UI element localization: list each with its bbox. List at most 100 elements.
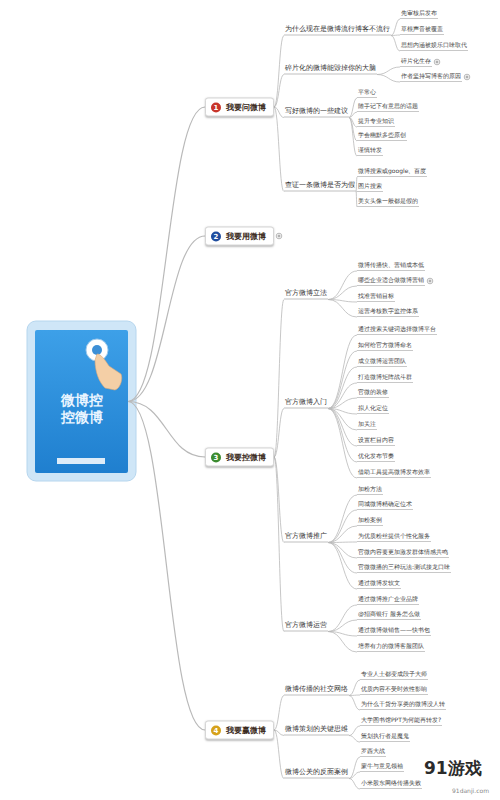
leaf-topic: 微博搜索或google、百度	[357, 167, 427, 177]
leaf-topic: 策划执行者是魔鬼	[360, 732, 410, 742]
expand-circle	[427, 278, 433, 284]
branch-topic: 1我要问微博	[205, 98, 274, 117]
subtopic: 官方微博推广	[284, 532, 328, 543]
branch-connector	[328, 632, 357, 653]
subtopic: 微博策划的关键思维	[284, 725, 349, 736]
topic-text: 我要赢微博	[226, 726, 266, 735]
leaf-text: 加关注	[358, 420, 376, 427]
leaf-topic: 提升专业知识	[357, 117, 395, 127]
expand-icon	[427, 278, 433, 284]
leaf-text: 成立微博运营团队	[358, 357, 406, 364]
branch-connector	[274, 409, 284, 458]
leaf-topic: 培养有力的微博客服团队	[357, 642, 425, 652]
branch-connector	[349, 696, 360, 711]
branch-connector	[328, 271, 357, 300]
branch-connector	[274, 696, 284, 731]
subtopic: 微博公关的反面案例	[284, 768, 349, 779]
leaf-topic: 微博传播快、营销成本低	[357, 261, 425, 271]
branch-connector	[349, 779, 360, 790]
subtopic-text: 碎片化的微博能毁掉你的大脑	[285, 64, 376, 72]
leaf-topic: 作者坚持写博客的原因	[400, 72, 462, 82]
expand-circle	[434, 59, 440, 65]
cover-button-core	[92, 345, 102, 355]
subtopic-text: 微博公关的反面案例	[285, 768, 348, 776]
callout-number: 4	[211, 725, 221, 735]
leaf-text: 借助工具提高微博发布效率	[358, 468, 430, 475]
leaf-text: 加粉方法	[358, 485, 382, 492]
subtopic: 官方微博运营	[284, 621, 328, 632]
branch-connector	[274, 457, 284, 632]
leaf-text: 碎片化生存	[401, 57, 431, 64]
topic-text: 我要用微博	[226, 232, 266, 241]
cover-hand	[95, 354, 122, 390]
expand-plus	[277, 234, 280, 237]
leaf-text: 微博搜索或google、百度	[358, 167, 426, 174]
leaf-topic: 打造微博矩阵战斗群	[357, 373, 413, 383]
leaf-topic: 碎片化生存	[400, 57, 432, 67]
expand-plus	[465, 75, 468, 78]
leaf-text: 加粉案例	[358, 516, 382, 523]
branch-connector	[128, 107, 205, 402]
leaf-topic: 专业人士都变成段子大师	[360, 670, 428, 680]
branch-connector	[377, 75, 400, 83]
branch-connector	[328, 543, 357, 590]
leaf-text: 优质内容不受时效性影响	[361, 685, 427, 692]
branch-connector	[274, 457, 284, 543]
leaf-topic: 拟人化定位	[357, 404, 389, 414]
branch-connector	[377, 67, 400, 75]
leaf-text: 官微内容要更加激发群体情感共鸣	[358, 548, 448, 555]
branch-topic: 3 我要控微博	[205, 448, 274, 467]
subtopic: 官方微博入门	[284, 398, 328, 409]
leaf-topic: 官微的装修	[357, 388, 389, 398]
leaf-topic: 通过微博做销售——快书包	[357, 626, 431, 636]
subtopic-text: 官方微博推广	[285, 532, 327, 540]
subtopic: 查证一条微博是否为假	[284, 181, 356, 192]
leaf-topic: 随手记下有意思的话题	[357, 102, 419, 112]
leaf-text: 拟人化定位	[358, 404, 388, 411]
subtopic-text: 官方微博入门	[285, 398, 327, 406]
leaf-text: 培养有力的微博客服团队	[358, 642, 424, 649]
leaf-text: 策划执行者是魔鬼	[361, 732, 409, 739]
leaf-topic: 加粉案例	[357, 516, 383, 526]
branch-connector	[128, 402, 205, 731]
leaf-text: 为优质粉丝提供个性化服务	[358, 532, 430, 539]
expand-plus	[435, 60, 438, 63]
leaf-topic: 草根声音被覆盖	[400, 25, 444, 35]
leaf-topic: 罗西大战	[360, 747, 386, 757]
leaf-topic: 优化发布节奏	[357, 452, 395, 462]
expand-circle	[464, 74, 470, 80]
branch-topic: 4 我要赢微博	[205, 721, 274, 740]
leaf-text: 专业人士都变成段子大师	[361, 670, 427, 677]
branch-connector	[328, 300, 357, 318]
leaf-text: 为什么干货分享类的微博没人转	[361, 700, 445, 707]
callout-number: 3	[211, 452, 221, 462]
leaf-topic: 加粉方法	[357, 485, 383, 495]
leaf-text: 谨慎转发	[358, 146, 382, 153]
leaf-text: 美女头像一般都是假的	[358, 197, 418, 204]
branch-topic: 2我要用微博	[205, 227, 274, 246]
leaf-text: 优化发布节奏	[358, 452, 394, 459]
leaf-text: 小米股东网络传播失败	[361, 779, 421, 786]
leaf-text: 先审核后发布	[401, 9, 437, 16]
branch-connector	[328, 367, 357, 409]
leaf-text: 通过搜索关键词选择微博平台	[358, 325, 436, 332]
leaf-text: 哪些企业适合做微博营销	[358, 276, 424, 283]
leaf-topic: 加关注	[357, 420, 377, 430]
leaf-topic: 大学图书馆PPT为何能再转发?	[360, 716, 442, 726]
watermark-logo: 91游戏	[424, 757, 482, 780]
leaf-topic: 哪些企业适合做微博营销	[357, 276, 425, 286]
leaf-topic: 谨慎转发	[357, 146, 383, 156]
leaf-text: 图片搜索	[358, 182, 382, 189]
branch-connector	[328, 383, 357, 409]
leaf-topic: 如何给官方微博命名	[357, 341, 413, 351]
branch-connector	[391, 36, 400, 52]
branch-connector	[274, 730, 284, 779]
leaf-text: 运营考核数字监控体系	[358, 307, 418, 314]
leaf-topic: 借助工具提高微博发布效率	[357, 468, 431, 478]
branch-connector	[328, 526, 357, 543]
leaf-topic: 思想内涵被娱乐口味取代	[400, 41, 468, 51]
topic-text: 我要问微博	[226, 103, 266, 112]
leaf-topic: 平常心	[357, 88, 377, 98]
branch-connector	[328, 398, 357, 409]
topic-text: 我要控微博	[226, 453, 266, 462]
